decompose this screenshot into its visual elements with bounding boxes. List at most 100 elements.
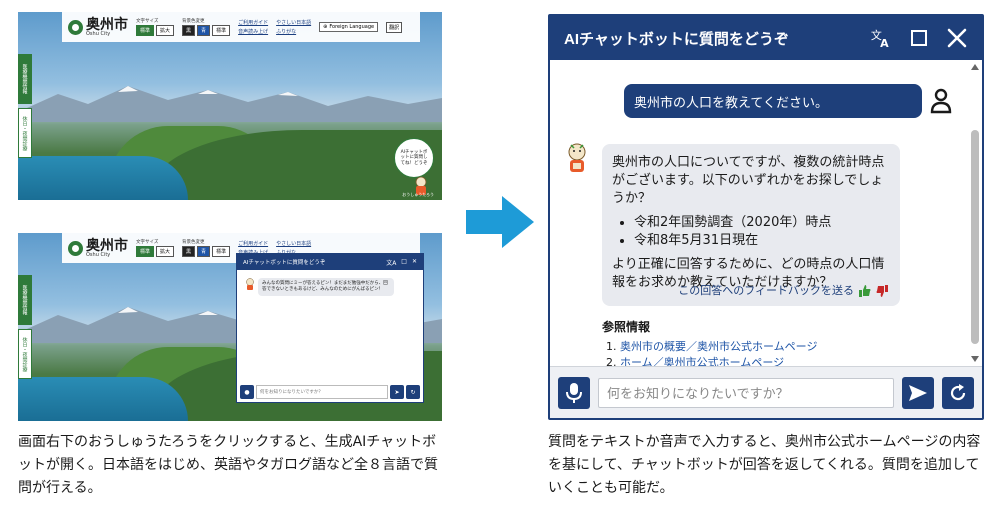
voice-link[interactable]: 音声読み上げ: [238, 29, 269, 35]
chat-transcript: 奥州市の人口を教えてください。 奥州市の人口についてですが、複数の統計時点がござ…: [550, 60, 968, 369]
bot-intro: 奥州市の人口についてですが、複数の統計時点がございます。以下のいずれかをお探しで…: [612, 155, 885, 206]
chatbot-window: AIチャットボットに質問をどうぞ 文 A 奥州市の人口を教えてください。: [548, 14, 984, 420]
logo-english: Oshu City: [86, 30, 111, 37]
bg-black-button[interactable]: 黒: [182, 246, 196, 257]
mascot-name: おうしゅうたろう: [402, 192, 434, 197]
mini-chat-title: AIチャットボットに質問をどうぞ: [243, 260, 326, 266]
site-logo[interactable]: 奥州市 Oshu City: [68, 18, 128, 37]
caption-right: 質問をテキストか音声で入力すると、奥州市公式ホームページの内容を基にして、チャッ…: [548, 434, 981, 496]
side-tab-holiday[interactable]: 休日・夜間診療: [18, 329, 32, 379]
flow-arrow: [466, 196, 534, 248]
mini-chat-header: AIチャットボットに質問をどうぞ 文A □ ✕: [237, 254, 423, 270]
microphone-icon[interactable]: ●: [240, 385, 254, 399]
reference-link-2[interactable]: ホーム／奥州市公式ホームページ: [620, 356, 785, 369]
translate-icon[interactable]: 文 A: [870, 27, 892, 49]
thumbs-down-icon[interactable]: [876, 285, 888, 297]
scroll-thumb[interactable]: [971, 130, 979, 344]
maximize-icon[interactable]: □: [401, 257, 407, 265]
font-large-button[interactable]: 拡大: [156, 25, 175, 36]
logo-japanese: 奥州市: [86, 237, 128, 254]
bg-color-caption: 背景色変更: [182, 19, 205, 24]
translate-icon[interactable]: 文A: [386, 259, 397, 267]
reload-icon: [950, 383, 966, 400]
references: 参照情報 奥州市の概要／奥州市公式ホームページ ホーム／奥州市公式ホームページ: [602, 318, 902, 371]
snowy-mountains: [18, 86, 442, 122]
scroll-up-arrow-icon[interactable]: [971, 64, 979, 70]
user-message: 奥州市の人口を教えてください。: [624, 84, 922, 118]
bot-message: 奥州市の人口についてですが、複数の統計時点がございます。以下のいずれかをお探しで…: [602, 144, 900, 306]
lake: [18, 156, 188, 200]
svg-text:A: A: [880, 37, 889, 49]
website-screenshot-top: 奥州市 Oshu City 文字サイズ 標準 拡大 背景色変更 黒 青 標準: [18, 12, 442, 200]
bg-blue-button[interactable]: 青: [197, 246, 211, 257]
website-screenshot-bottom: 奥州市 Oshu City 文字サイズ 標準 拡大 背景色変更 黒 青 標準: [18, 233, 442, 421]
reference-item: ホーム／奥州市公式ホームページ: [620, 355, 902, 371]
guide-link[interactable]: ご利用ガイド: [238, 241, 269, 247]
reload-icon[interactable]: ↻: [406, 385, 420, 399]
font-size-controls: 文字サイズ 標準 拡大: [136, 18, 175, 36]
city-emblem-icon: [68, 240, 83, 256]
logo-english: Oshu City: [86, 251, 111, 258]
side-tab-medical[interactable]: 医療機関情報: [18, 54, 32, 104]
font-standard-button[interactable]: 標準: [136, 25, 155, 36]
send-icon[interactable]: ➤: [390, 385, 404, 399]
references-list: 奥州市の概要／奥州市公式ホームページ ホーム／奥州市公式ホームページ: [620, 339, 902, 371]
bg-color-caption: 背景色変更: [182, 240, 205, 245]
reference-item: 奥州市の概要／奥州市公式ホームページ: [620, 339, 902, 355]
reference-link-1[interactable]: 奥州市の概要／奥州市公式ホームページ: [620, 340, 818, 353]
font-size-controls: 文字サイズ 標準 拡大: [136, 239, 175, 257]
guide-link[interactable]: ご利用ガイド: [238, 20, 269, 26]
scroll-down-arrow-icon[interactable]: [971, 356, 979, 362]
close-icon[interactable]: [946, 27, 968, 49]
bg-standard-button[interactable]: 標準: [212, 25, 231, 36]
send-icon: [909, 384, 927, 401]
mascot-icon: [246, 278, 254, 290]
bg-color-controls: 背景色変更 黒 青 標準: [182, 18, 231, 36]
chat-input-bar: 何をお知りになりたいですか？: [550, 366, 982, 418]
site-logo[interactable]: 奥州市 Oshu City: [68, 239, 128, 258]
mini-chat-window: AIチャットボットに質問をどうぞ 文A □ ✕ みんなの質問にミーが答えるピン！…: [236, 253, 424, 403]
font-large-button[interactable]: 拡大: [156, 246, 175, 257]
mini-greeting: みんなの質問にミーが答えるピン！まだまだ勉強中だから、回答できないときもあるけど…: [258, 278, 394, 297]
city-emblem-icon: [68, 19, 83, 35]
reload-button[interactable]: [942, 376, 974, 409]
bg-color-controls: 背景色変更 黒 青 標準: [182, 239, 231, 257]
bg-standard-button[interactable]: 標準: [212, 246, 231, 257]
feedback-row: この回答へのフィードバックを送る: [678, 282, 888, 300]
easy-japanese-link[interactable]: やさしい日本語: [276, 241, 312, 247]
side-tab-holiday[interactable]: 休日・夜間診療: [18, 108, 32, 158]
caption-left: 画面右下のおうしゅうたろうをクリックすると、生成AIチャットボットが開く。日本語…: [18, 434, 438, 496]
chatbot-title: AIチャットボットに質問をどうぞ: [564, 30, 789, 48]
furigana-link[interactable]: ふりがな: [276, 29, 297, 35]
references-title: 参照情報: [602, 320, 651, 334]
font-standard-button[interactable]: 標準: [136, 246, 155, 257]
mascot-icon: [568, 143, 586, 172]
maximize-icon[interactable]: [908, 27, 930, 49]
translate-button[interactable]: 翻訳: [386, 21, 403, 33]
font-size-caption: 文字サイズ: [136, 19, 159, 24]
mascot-speech-bubble[interactable]: AIチャットボットに質問してね！どうぞ: [394, 138, 434, 178]
question-input[interactable]: 何をお知りになりたいですか？: [598, 377, 894, 408]
font-size-caption: 文字サイズ: [136, 240, 159, 245]
easy-japanese-link[interactable]: やさしい日本語: [276, 20, 312, 26]
side-tab-medical[interactable]: 医療機関情報: [18, 275, 32, 325]
mini-question-input[interactable]: 何をお知りになりたいですか？: [256, 385, 388, 399]
bot-option-1: 令和2年国勢調査（2020年）時点: [634, 214, 890, 232]
language-select[interactable]: ⊕ Foreign Language: [319, 22, 379, 32]
utility-links: ご利用ガイド 音声読み上げ: [238, 19, 268, 35]
microphone-button[interactable]: [558, 376, 590, 409]
bot-option-2: 令和8年5月31日現在: [634, 232, 890, 250]
bg-black-button[interactable]: 黒: [182, 25, 196, 36]
chat-scrollbar[interactable]: [970, 64, 980, 362]
logo-japanese: 奥州市: [86, 16, 128, 33]
close-icon[interactable]: ✕: [411, 257, 417, 265]
thumbs-up-icon[interactable]: [859, 285, 871, 297]
bot-followup: より正確に回答するために、どの時点の人口情報をお求めか教えていただけますか？: [612, 257, 885, 290]
send-button[interactable]: [902, 376, 934, 409]
feedback-label[interactable]: この回答へのフィードバックを送る: [678, 284, 854, 297]
globe-icon: ⊕: [323, 24, 328, 30]
svg-text:文: 文: [871, 28, 882, 42]
mascot-icon[interactable]: [412, 176, 430, 196]
bg-blue-button[interactable]: 青: [197, 25, 211, 36]
